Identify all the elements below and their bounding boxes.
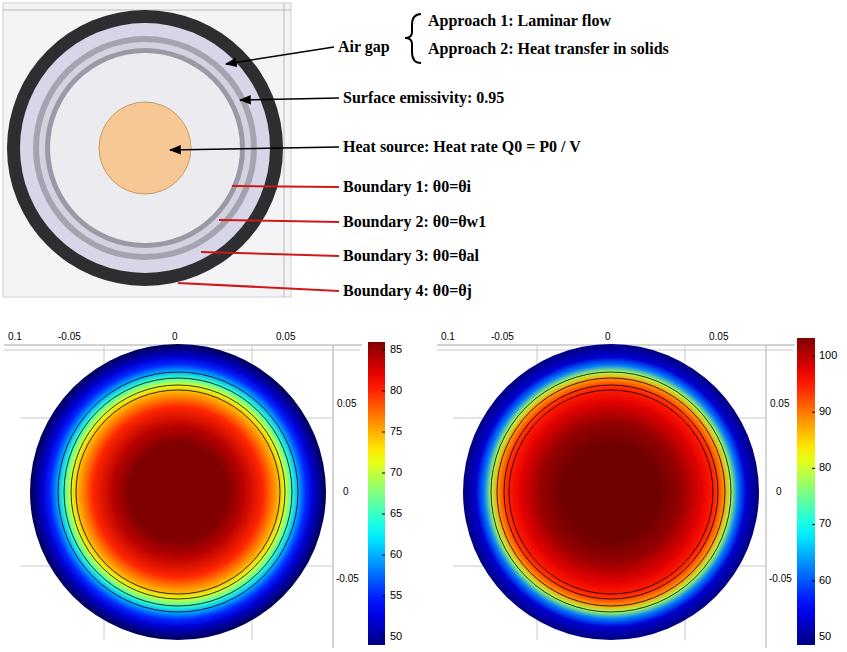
tick-mark bbox=[382, 350, 385, 351]
layer-boundary bbox=[491, 372, 731, 612]
color-bar-value: 90 bbox=[819, 405, 831, 418]
leader-arrow bbox=[240, 98, 339, 100]
boundary-leader bbox=[219, 220, 339, 222]
approach-label: Approach 1: Laminar flow bbox=[428, 12, 611, 30]
axis-tick: 0 bbox=[605, 331, 611, 343]
tick-mark bbox=[812, 412, 815, 413]
axis-tick: 0 bbox=[776, 486, 782, 498]
color-bar-ticks bbox=[812, 356, 815, 637]
color-bar bbox=[368, 342, 385, 645]
leader-arrow bbox=[226, 47, 334, 64]
boundary-label: Boundary 4: θ0=θj bbox=[343, 282, 472, 300]
layer-boundary bbox=[504, 385, 718, 599]
result-plot-left bbox=[4, 342, 385, 648]
layer-boundary bbox=[76, 390, 280, 594]
color-bar-value: 65 bbox=[390, 507, 402, 520]
color-bar-value: 75 bbox=[390, 425, 402, 438]
leader-arrow bbox=[170, 147, 339, 150]
color-bar-value: 80 bbox=[390, 384, 402, 397]
axis-tick: 0 bbox=[343, 486, 349, 498]
approach-label: Approach 2: Heat transfer in solids bbox=[428, 40, 669, 58]
axis-tick: 0.05 bbox=[337, 398, 356, 410]
color-bar-value: 80 bbox=[819, 461, 831, 474]
axis-tick: -0.05 bbox=[491, 331, 514, 343]
color-bar-value: 100 bbox=[819, 349, 837, 362]
tick-mark bbox=[382, 391, 385, 392]
layer-boundary bbox=[58, 372, 298, 612]
layer-boundary bbox=[71, 385, 285, 599]
insulation bbox=[50, 53, 240, 243]
axis-line bbox=[766, 345, 767, 648]
tick-mark bbox=[382, 637, 385, 638]
brace bbox=[405, 14, 421, 63]
axis-tick: -0.05 bbox=[336, 573, 359, 585]
boundary-label: Boundary 3: θ0=θal bbox=[343, 247, 479, 265]
color-bar-value: 70 bbox=[819, 517, 831, 530]
tick-mark bbox=[812, 468, 815, 469]
color-bar-value: 85 bbox=[390, 343, 402, 356]
result-plot-right bbox=[437, 338, 815, 648]
temperature-field bbox=[30, 344, 326, 640]
tick-mark bbox=[812, 524, 815, 525]
axis-tick: -0.05 bbox=[58, 331, 81, 343]
axis-tick: 0 bbox=[172, 331, 178, 343]
boundary-leader bbox=[178, 283, 339, 291]
color-bar-value: 60 bbox=[390, 548, 402, 561]
color-bar-value: 70 bbox=[390, 466, 402, 479]
air-gap-ring bbox=[20, 23, 270, 273]
color-bar-value: 60 bbox=[819, 574, 831, 587]
layer-boundary bbox=[64, 378, 292, 606]
tick-mark bbox=[382, 555, 385, 556]
color-bar-ticks bbox=[382, 350, 385, 637]
tick-mark bbox=[812, 637, 815, 638]
screen-ring bbox=[45, 48, 245, 248]
property-label: Surface emissivity: 0.95 bbox=[343, 89, 504, 107]
part-label: Air gap bbox=[338, 38, 390, 56]
axis-tick: 0.1 bbox=[8, 331, 22, 343]
axis-tick: -0.05 bbox=[769, 573, 792, 585]
boundary-leader bbox=[232, 186, 339, 187]
tick-mark bbox=[382, 596, 385, 597]
boundary-leader bbox=[201, 252, 339, 256]
color-bar-value: 50 bbox=[390, 630, 402, 643]
color-bar-value: 50 bbox=[819, 630, 831, 643]
axis-tick: 0.05 bbox=[276, 331, 295, 343]
tick-mark bbox=[382, 514, 385, 515]
property-label: Heat source: Heat rate Q0 = P0 / V bbox=[343, 138, 581, 156]
sheath-ring bbox=[33, 36, 257, 260]
layer-boundary bbox=[509, 390, 713, 594]
boundary-label: Boundary 1: θ0=θi bbox=[343, 178, 471, 196]
axis-line bbox=[333, 345, 334, 648]
tick-mark bbox=[812, 580, 815, 581]
axis-tick: 0.05 bbox=[770, 398, 789, 410]
axis-tick: 0.05 bbox=[709, 331, 728, 343]
bedding-ring bbox=[39, 42, 251, 254]
color-bar-value: 55 bbox=[390, 589, 402, 602]
boundary-label: Boundary 2: θ0=θw1 bbox=[343, 213, 486, 231]
conductor bbox=[99, 102, 191, 194]
temperature-field bbox=[463, 344, 759, 640]
layer-boundary bbox=[497, 378, 725, 606]
axis-tick: 0.1 bbox=[441, 331, 455, 343]
color-bar bbox=[797, 338, 815, 645]
tick-mark bbox=[382, 473, 385, 474]
ruler-line bbox=[284, 3, 285, 297]
tick-mark bbox=[382, 432, 385, 433]
tick-mark bbox=[812, 356, 815, 357]
